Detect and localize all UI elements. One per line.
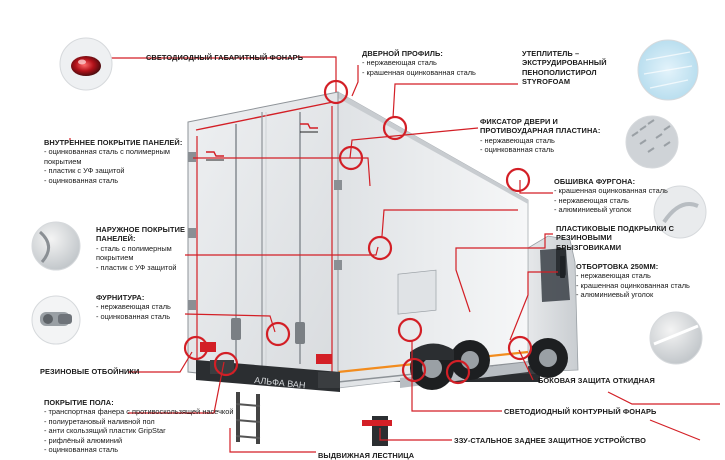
callout-item: алюминиевый уголок xyxy=(576,290,696,299)
callout-item: нержавеющая сталь xyxy=(554,196,684,205)
callout-title: НАРУЖНОЕ ПОКРЫТИЕ ПАНЕЛЕЙ: xyxy=(96,225,186,244)
callout-inner-cover: ВНУТРЕННЕЕ ПОКРЫТИЕ ПАНЕЛЕЙ: оцинкованна… xyxy=(44,138,204,185)
callout-fenders: ПЛАСТИКОВЫЕ ПОДКРЫЛКИ С РЕЗИНОВЫМИ БРЫЗГ… xyxy=(556,224,676,252)
callout-hardware: ФУРНИТУРА: нержавеющая сталь оцинкованна… xyxy=(96,293,196,321)
callout-item: крашенная оцинкованная сталь xyxy=(554,186,684,195)
callout-led-side-lamp: СВЕТОДИОДНЫЙ ГАБАРИТНЫЙ ФОНАРЬ xyxy=(146,53,306,62)
callout-item: крашенная оцинкованная сталь xyxy=(362,68,492,77)
callout-body-trim: ОБШИВКА ФУРГОНА: крашенная оцинкованная … xyxy=(554,177,684,215)
callout-title: БОКОВАЯ ЗАЩИТА ОТКИДНАЯ xyxy=(538,376,655,385)
leader-lines xyxy=(69,56,558,453)
callout-item: нержавеющая сталь xyxy=(96,302,196,311)
callout-title: ПОКРЫТИЕ ПОЛА: xyxy=(44,398,114,407)
thumb-inner-panel xyxy=(31,221,81,271)
callout-floor: ПОКРЫТИЕ ПОЛА: транспортная фанера с про… xyxy=(44,398,234,454)
callout-item: рифлёный алюминий xyxy=(44,436,234,445)
callout-title: ВНУТРЕННЕЕ ПОКРЫТИЕ ПАНЕЛЕЙ: xyxy=(44,138,183,147)
thumb-flange xyxy=(649,311,703,365)
thumb-antiimpact-plate xyxy=(625,115,679,169)
callout-item: пластик с УФ защитой xyxy=(44,166,204,175)
truck-cab xyxy=(527,235,579,373)
fender-flap xyxy=(410,343,454,360)
callout-item: анти скользящий пластик GripStar xyxy=(44,426,234,435)
callout-item: оцинкованная сталь xyxy=(480,145,620,154)
callout-item: алюминиевый уголок xyxy=(554,205,684,214)
callout-insulation: УТЕПЛИТЕЛЬ – ЭКСТРУДИРОВАННЫЙ ПЕНОПОЛИСТ… xyxy=(522,49,632,87)
callout-outer-cover: НАРУЖНОЕ ПОКРЫТИЕ ПАНЕЛЕЙ: сталь с полим… xyxy=(96,225,201,272)
callout-item: нержавеющая сталь xyxy=(362,58,492,67)
callout-title: ФУРНИТУРА: xyxy=(96,293,145,302)
callout-title: ВЫДВИЖНАЯ ЛЕСТНИЦА xyxy=(318,451,415,460)
callout-item: оцинкованная сталь с полимерным покрытие… xyxy=(44,147,204,166)
callout-item: полиуретановый наливной пол xyxy=(44,417,234,426)
callout-contour-lamp: СВЕТОДИОДНЫЙ КОНТУРНЫЙ ФОНАРЬ xyxy=(504,407,684,416)
callout-flange: ОТБОРТОВКА 250ММ: нержавеющая сталь краш… xyxy=(576,262,696,300)
callout-item: оцинкованная сталь xyxy=(44,176,204,185)
thumb-led-lamp xyxy=(59,37,113,91)
callout-item: сталь с полимерным покрытием xyxy=(96,244,201,263)
callout-item: нержавеющая сталь xyxy=(480,136,620,145)
callout-title: УТЕПЛИТЕЛЬ – ЭКСТРУДИРОВАННЫЙ ПЕНОПОЛИСТ… xyxy=(522,49,607,87)
callout-item: нержавеющая сталь xyxy=(576,271,696,280)
callout-title: СВЕТОДИОДНЫЙ КОНТУРНЫЙ ФОНАРЬ xyxy=(504,407,657,416)
callout-door-profile: ДВЕРНОЙ ПРОФИЛЬ: нержавеющая сталь краше… xyxy=(362,49,492,77)
door-logo xyxy=(206,151,224,161)
callout-item: пластик с УФ защитой xyxy=(96,263,201,272)
callout-title: ЗЗУ-СТАЛЬНОЕ ЗАДНЕЕ ЗАЩИТНОЕ УСТРОЙСТВО xyxy=(454,436,647,445)
callout-side-guard: БОКОВАЯ ЗАЩИТА ОТКИДНАЯ xyxy=(538,376,688,385)
wheels xyxy=(410,338,568,390)
callout-bumpers: РЕЗИНОВЫЕ ОТБОЙНИКИ xyxy=(40,367,150,376)
thumb-hardware xyxy=(31,295,81,345)
callout-item: транспортная фанера с противоскользящей … xyxy=(44,407,234,416)
callout-title: ОБШИВКА ФУРГОНА: xyxy=(554,177,636,186)
callout-title: ОТБОРТОВКА 250ММ: xyxy=(576,262,659,271)
callout-title: РЕЗИНОВЫЕ ОТБОЙНИКИ xyxy=(40,367,140,376)
thumb-styrofoam xyxy=(637,39,699,101)
callout-title: ПЛАСТИКОВЫЕ ПОДКРЫЛКИ С РЕЗИНОВЫМИ БРЫЗГ… xyxy=(556,224,675,252)
ladder xyxy=(235,392,261,444)
callout-title: ДВЕРНОЙ ПРОФИЛЬ: xyxy=(362,49,443,58)
callout-ladder: ВЫДВИЖНАЯ ЛЕСТНИЦА xyxy=(318,451,428,460)
callout-title: СВЕТОДИОДНЫЙ ГАБАРИТНЫЙ ФОНАРЬ xyxy=(146,53,304,62)
marker-circles xyxy=(183,79,533,385)
callout-door-lock: ФИКСАТОР ДВЕРИ И ПРОТИВОУДАРНАЯ ПЛАСТИНА… xyxy=(480,117,620,155)
callout-item: оцинкованная сталь xyxy=(44,445,234,454)
callout-item: оцинкованная сталь xyxy=(96,312,196,321)
callout-item: крашенная оцинкованная сталь xyxy=(576,281,696,290)
callout-title: ФИКСАТОР ДВЕРИ И ПРОТИВОУДАРНАЯ ПЛАСТИНА… xyxy=(480,117,601,136)
callout-rear-guard: ЗЗУ-СТАЛЬНОЕ ЗАДНЕЕ ЗАЩИТНОЕ УСТРОЙСТВО xyxy=(454,436,684,445)
tail-light-right xyxy=(316,354,332,364)
